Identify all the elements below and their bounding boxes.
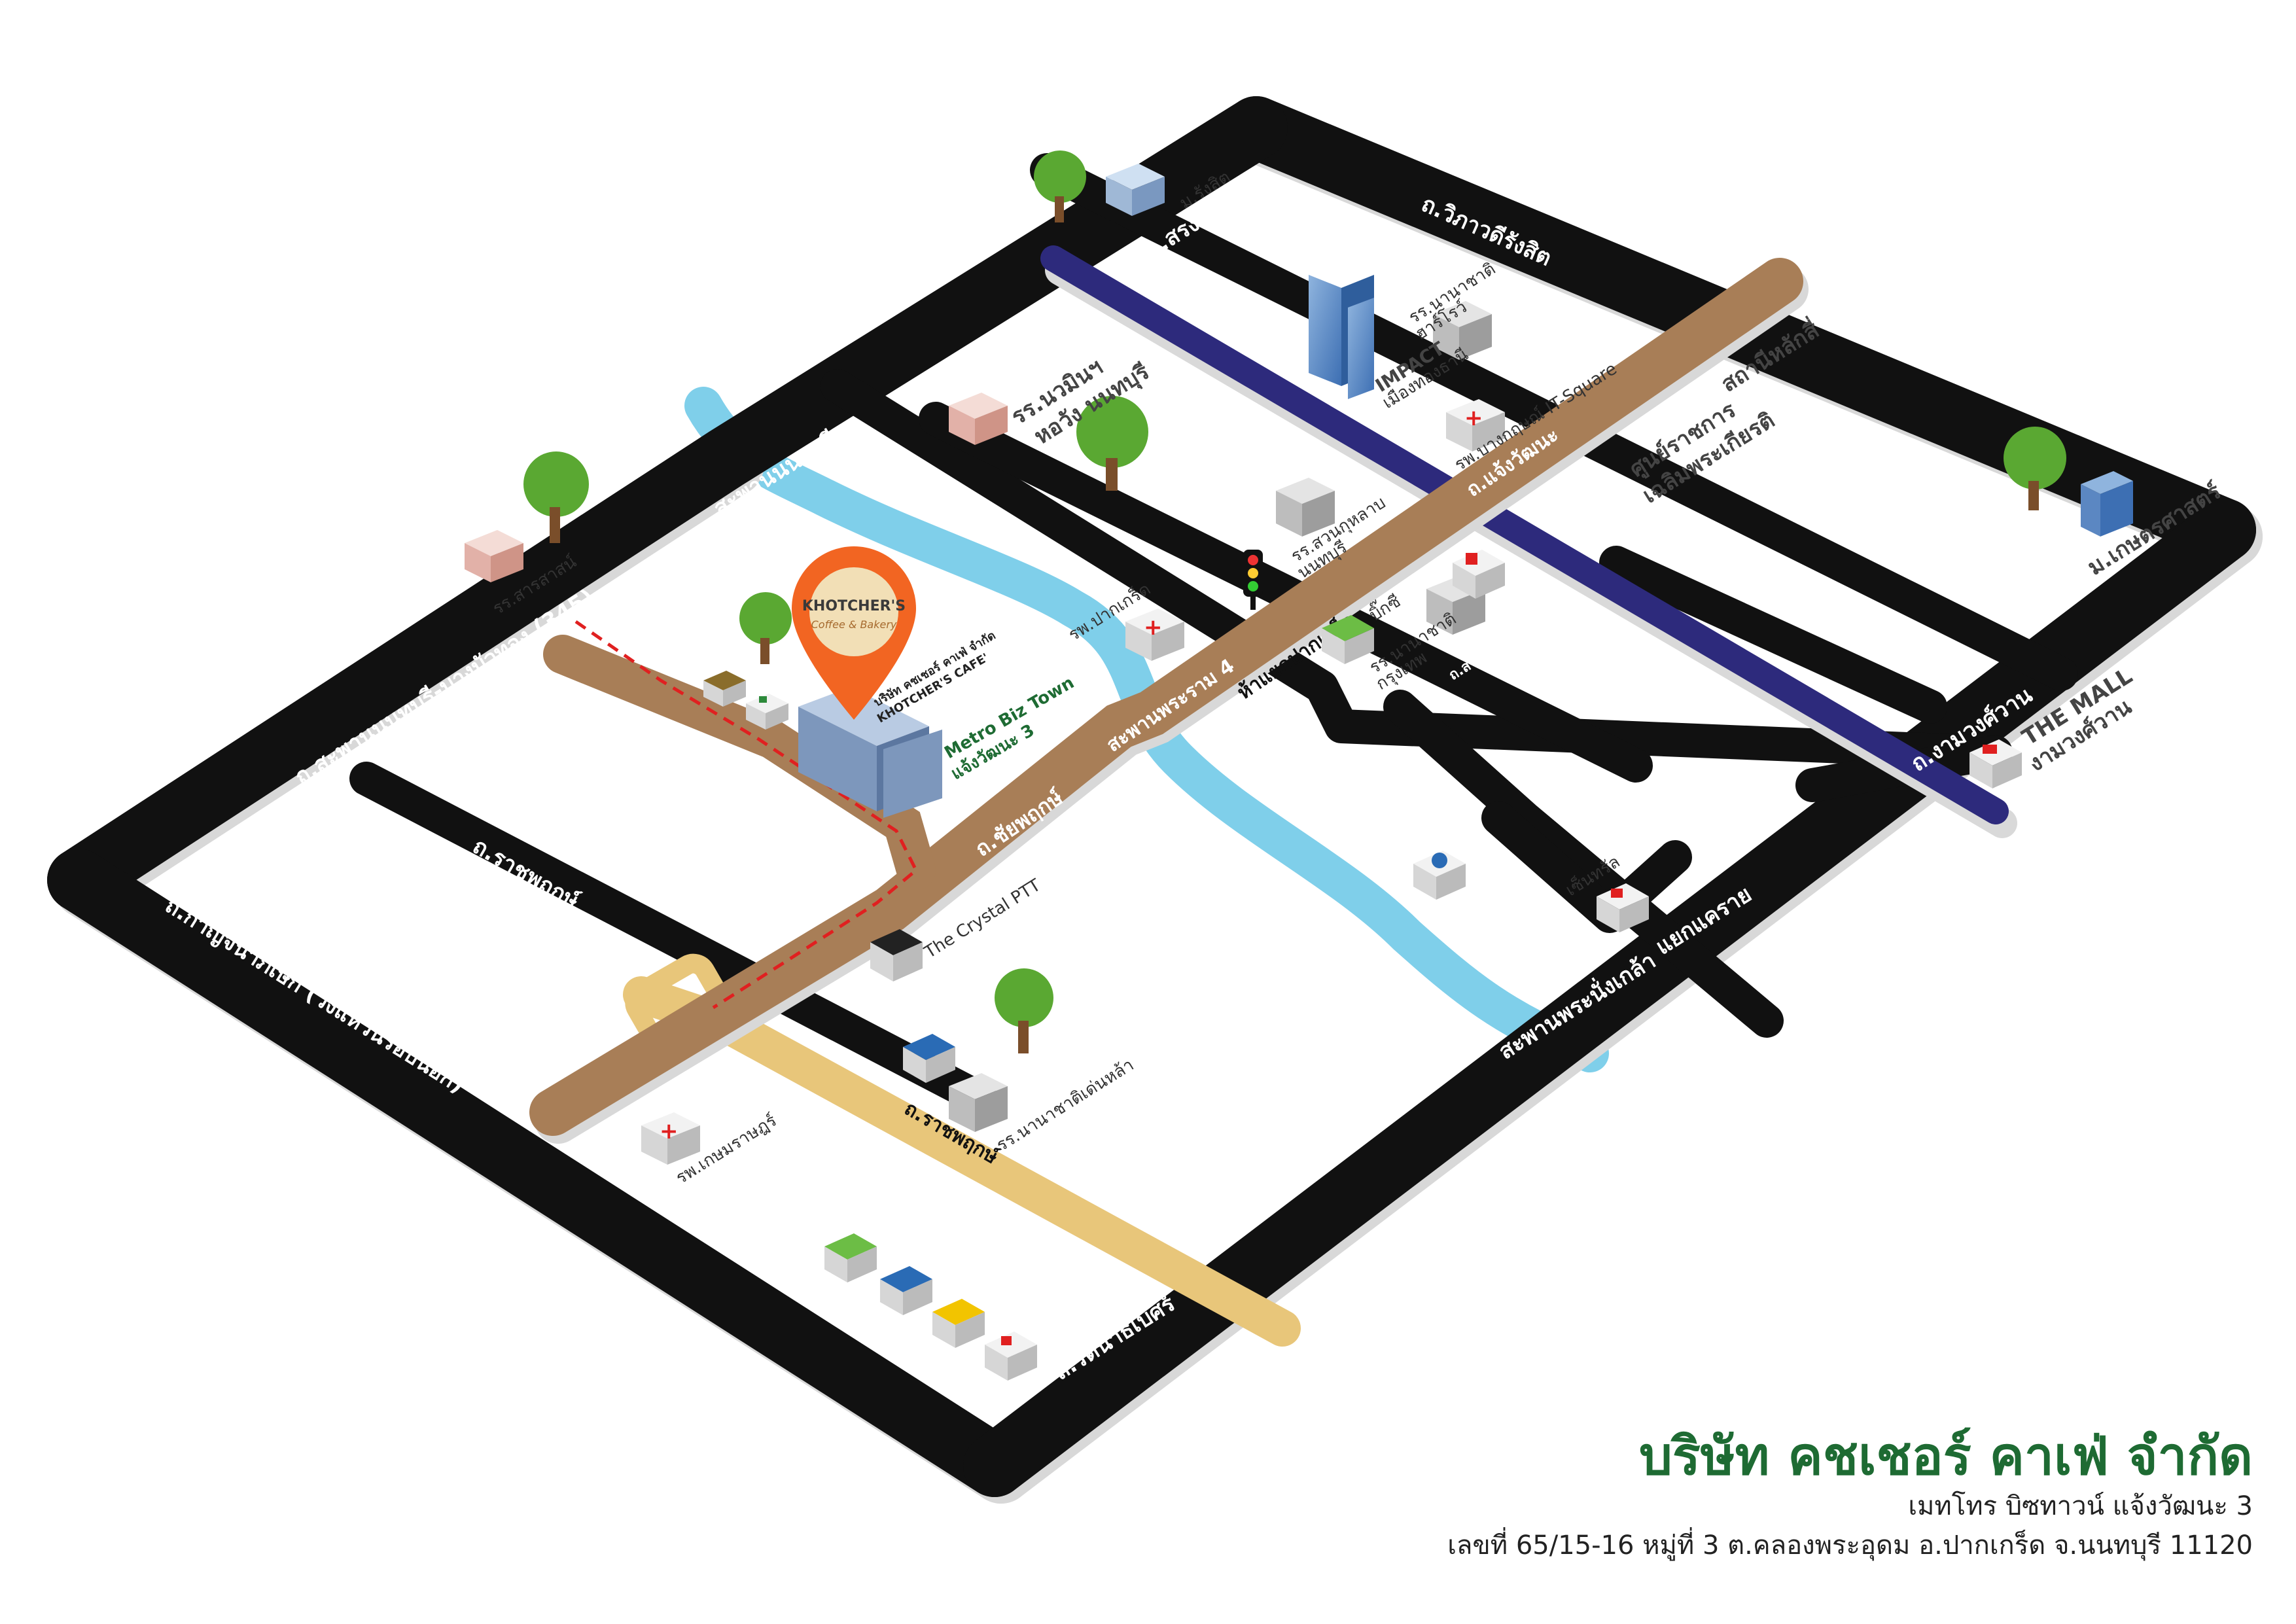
store-icon — [1453, 550, 1505, 599]
store-icon — [880, 1266, 932, 1315]
project-name: เมทโทร บิซทาวน์ แจ้งวัฒนะ 3 — [1908, 1491, 2253, 1521]
route-line — [574, 620, 919, 1010]
company-name: บริษัท คชเชอร์ คาเฟ่ จำกัด — [1639, 1426, 2253, 1487]
company-address: เลขที่ 65/15-16 หมู่ที่ 3 ต.คลองพระอุดม … — [1447, 1530, 2253, 1561]
store-icon — [1413, 851, 1466, 900]
building-icon — [1276, 478, 1335, 537]
store-icon — [985, 1332, 1037, 1381]
road-northwest — [47, 96, 1288, 911]
building-icon — [465, 530, 523, 582]
svg-text:+: + — [1144, 614, 1163, 641]
hospital-icon: + — [641, 1112, 700, 1165]
building-impact-icon — [1309, 275, 1374, 399]
bigc-icon — [1322, 615, 1374, 664]
mall-icon — [1969, 739, 2022, 788]
building-icon — [949, 393, 1008, 445]
road-srisaman-inner — [821, 369, 2006, 769]
building-icon — [1426, 576, 1485, 635]
building-icon — [1106, 164, 1165, 216]
store-icon — [703, 671, 746, 707]
svg-text:+: + — [660, 1118, 679, 1144]
label-inter-school: รร.นานาชาติเด่นหล้า — [993, 1055, 1138, 1156]
tree-icon — [2004, 427, 2066, 510]
store-icon — [824, 1233, 877, 1282]
metro-biz-town-building — [798, 687, 942, 818]
pin-tagline: Coffee & Bakery — [811, 618, 897, 631]
label-sanambinnam: ถ.สนามบินน้ำ — [1366, 785, 1450, 847]
tree-icon — [739, 592, 792, 664]
hospital-icon: + — [1446, 399, 1505, 451]
road-rattanathibet — [963, 499, 2256, 1497]
svg-text:+: + — [1464, 405, 1483, 431]
central-icon — [1597, 883, 1649, 932]
main-road — [529, 258, 1803, 1136]
tree-icon — [995, 968, 1053, 1053]
expressway-line — [1040, 245, 2009, 824]
store-icon — [903, 1034, 955, 1083]
store-icon — [746, 694, 788, 730]
road-north-inner — [919, 402, 1653, 783]
building-icon — [1433, 301, 1492, 360]
pin-brand: KHOTCHER'S — [802, 598, 906, 614]
crystal-icon — [870, 929, 923, 981]
building-icon — [949, 1073, 1008, 1132]
building-icon — [2081, 471, 2133, 537]
road-inner-west — [349, 762, 998, 1116]
store-icon — [932, 1299, 985, 1348]
tree-icon — [1076, 396, 1148, 491]
tree-icon — [523, 451, 589, 543]
road-loop-b — [1599, 546, 1947, 724]
tree-icon — [1034, 150, 1086, 222]
location-pin: KHOTCHER'S Coffee & Bakery — [792, 546, 916, 720]
hospital-icon: + — [1125, 609, 1184, 661]
road-inner-block — [1383, 690, 1784, 1038]
traffic-light-icon — [1243, 550, 1263, 610]
road-kanchanaphisek — [47, 849, 1026, 1497]
company-footer: บริษัท คชเชอร์ คาเฟ่ จำกัด เมทโทร บิซทาว… — [1337, 1426, 2253, 1565]
